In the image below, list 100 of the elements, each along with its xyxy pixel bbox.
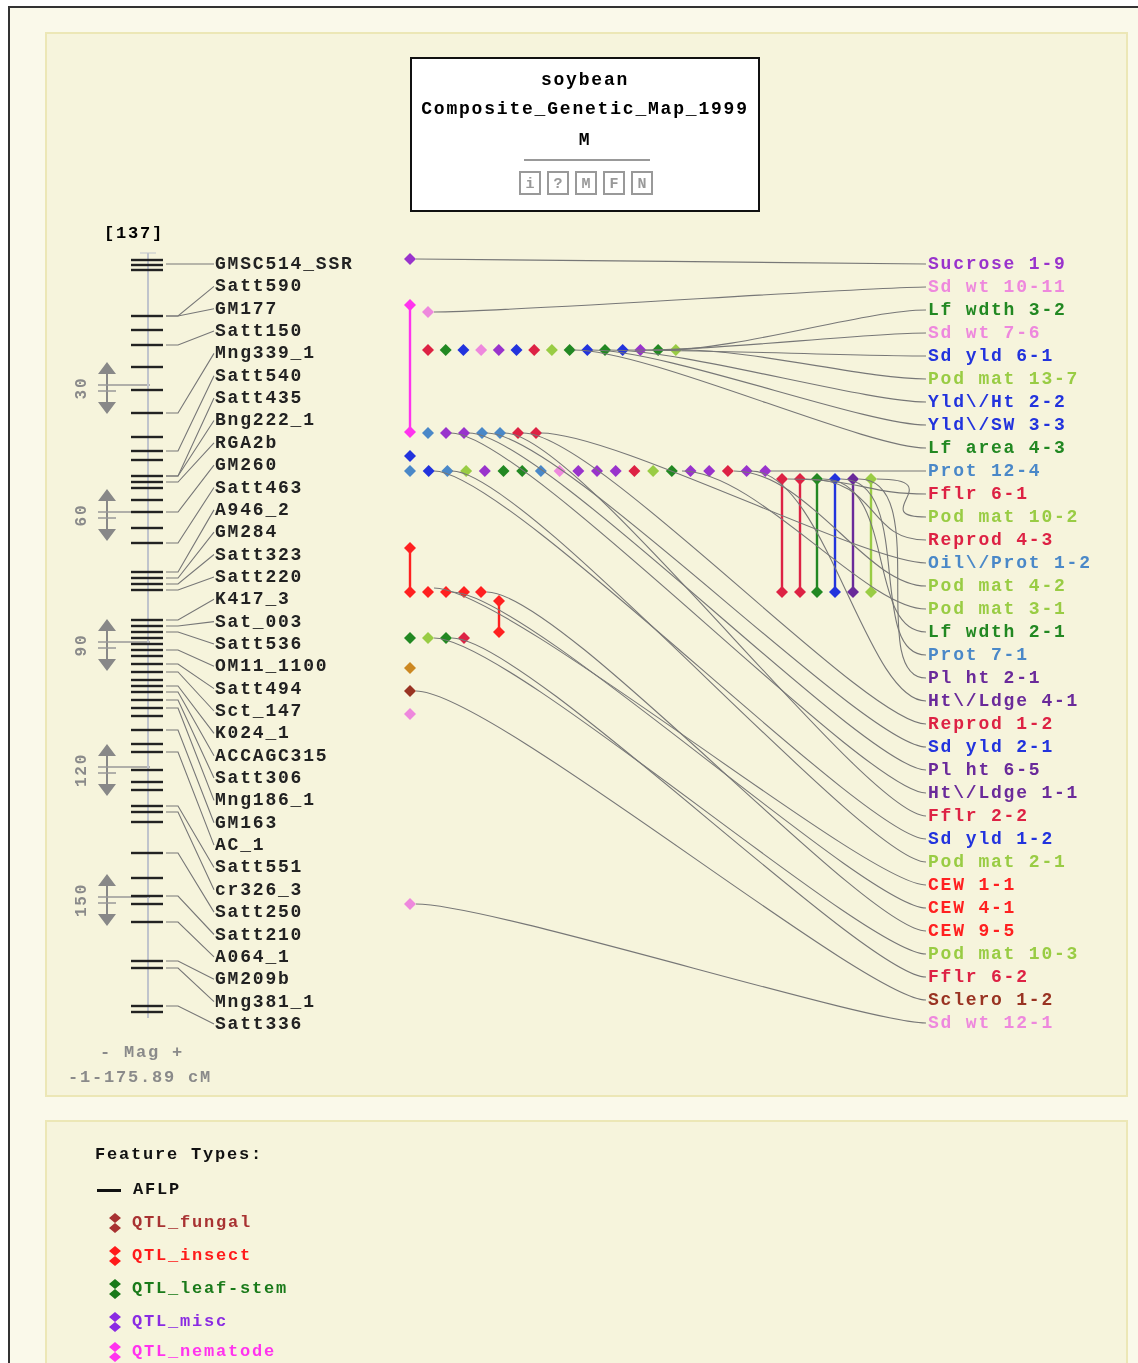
leader-line — [165, 308, 215, 317]
qtl-label: Sd wt 12-1 — [928, 1012, 1055, 1034]
leader-line — [165, 464, 215, 513]
marker-label: OM11_1100 — [215, 655, 329, 678]
marker-label: Satt210 — [215, 923, 304, 946]
leader-line — [165, 967, 215, 1003]
qtl-label: Lf wdth 3-2 — [928, 299, 1067, 321]
legend-label: QTL_misc — [132, 1311, 228, 1333]
marker-label: Satt463 — [215, 476, 304, 499]
marker-label: RGA2b — [215, 431, 278, 454]
leader-line — [750, 470, 927, 702]
leader-line — [415, 903, 927, 1024]
marker-label: K417_3 — [215, 588, 291, 611]
legend-label: QTL_fungal — [132, 1212, 253, 1234]
marker-label: A064_1 — [215, 945, 291, 968]
leader-line — [165, 671, 215, 712]
qtl-label: Sclero 1-2 — [928, 989, 1055, 1011]
leader-line — [733, 470, 927, 587]
leader-line — [770, 470, 927, 472]
marker-label: Satt250 — [215, 901, 304, 924]
leader-line — [415, 690, 927, 1001]
marker-label: A946_2 — [215, 498, 291, 521]
leader-line — [681, 470, 927, 610]
marker-label: Satt306 — [215, 767, 304, 790]
marker-label: Sat_003 — [215, 610, 304, 633]
leader-line — [165, 691, 215, 757]
qtl-label: Ht\/Ldge 4-1 — [928, 690, 1080, 712]
map-name: Composite_Genetic_Map_1999 — [420, 98, 750, 120]
leader-line — [165, 263, 215, 265]
leader-line — [609, 349, 927, 403]
leader-line — [165, 699, 215, 779]
marker-label: GM260 — [215, 454, 278, 477]
marker-label: Satt551 — [215, 856, 304, 879]
leader-line — [165, 805, 215, 868]
qtl-label: Prot 12-4 — [928, 460, 1042, 482]
leader-line — [876, 478, 927, 518]
leader-line — [165, 531, 215, 579]
leader-line — [858, 478, 927, 679]
leader-line — [540, 432, 927, 564]
leader-line — [165, 375, 215, 452]
qtl-label: Sd yld 2-1 — [928, 736, 1055, 758]
qtl-label: Fflr 6-1 — [928, 483, 1029, 505]
leader-line — [415, 258, 927, 265]
leader-line — [165, 852, 215, 913]
map-title-box — [410, 57, 760, 212]
marker-label: ACCAGC315 — [215, 744, 329, 767]
qtl-label: Lf wdth 2-1 — [928, 621, 1067, 643]
legend-label: QTL_insect — [132, 1245, 253, 1267]
qtl-label: Reprod 4-3 — [928, 529, 1055, 551]
qtl-label: Yld\/SW 3-3 — [928, 414, 1067, 436]
leader-line — [165, 598, 215, 621]
leader-line — [165, 621, 215, 627]
qtl-label: Pod mat 10-3 — [928, 943, 1080, 965]
qtl-interval-drawing — [404, 253, 877, 910]
marker-label: Satt150 — [215, 320, 304, 343]
marker-label: Satt536 — [215, 632, 304, 655]
marker-label: Bng222_1 — [215, 409, 316, 432]
leader-line — [165, 330, 215, 346]
marker-label: GM163 — [215, 811, 278, 834]
marker-label: Mng186_1 — [215, 789, 316, 812]
species-name: soybean — [539, 69, 631, 91]
leader-line — [165, 960, 215, 980]
leader-line — [165, 442, 215, 483]
chromosome-map-drawing — [131, 252, 163, 1019]
marker-label: Satt336 — [215, 1012, 304, 1035]
qtl-label: Pl ht 6-5 — [928, 759, 1042, 781]
leader-line — [504, 432, 927, 817]
marker-label: GM177 — [215, 297, 278, 320]
marker-label: GMSC514_SSR — [215, 253, 354, 275]
leader-line — [573, 349, 927, 449]
qtl-label: Sucrose 1-9 — [928, 253, 1067, 275]
marker-label: Mng339_1 — [215, 342, 316, 365]
leader-line — [681, 349, 927, 380]
marker-label: Satt220 — [215, 565, 304, 588]
qtl-label: Reprod 1-2 — [928, 713, 1055, 735]
leader-line — [165, 554, 215, 585]
qtl-label: Pod mat 2-1 — [928, 851, 1067, 873]
qtl-label: Sd wt 7-6 — [928, 322, 1042, 344]
qtl-label: Pod mat 13-7 — [928, 368, 1080, 390]
leader-line — [591, 349, 927, 426]
toolbar-button: F — [603, 171, 625, 195]
leader-line — [165, 649, 215, 667]
marker-label: Sct_147 — [215, 700, 304, 722]
leader-line — [165, 576, 215, 591]
leader-line — [165, 486, 215, 544]
qtl-label: Pod mat 10-2 — [928, 506, 1080, 528]
qtl-label: Pl ht 2-1 — [928, 667, 1042, 689]
marker-label: cr326_3 — [215, 878, 304, 901]
legend-label: AFLP — [133, 1179, 181, 1201]
marker-label: Satt435 — [215, 387, 304, 410]
leader-line — [165, 751, 215, 846]
leader-line — [165, 729, 215, 824]
leader-line — [165, 631, 215, 645]
qtl-label: Sd yld 1-2 — [928, 828, 1055, 850]
qtl-label: Lf area 4-3 — [928, 437, 1067, 459]
leader-line — [165, 685, 215, 734]
leader-line — [165, 1005, 215, 1025]
leader-line — [165, 663, 215, 690]
marker-label: AC_1 — [215, 834, 266, 857]
leader-line — [165, 811, 215, 891]
